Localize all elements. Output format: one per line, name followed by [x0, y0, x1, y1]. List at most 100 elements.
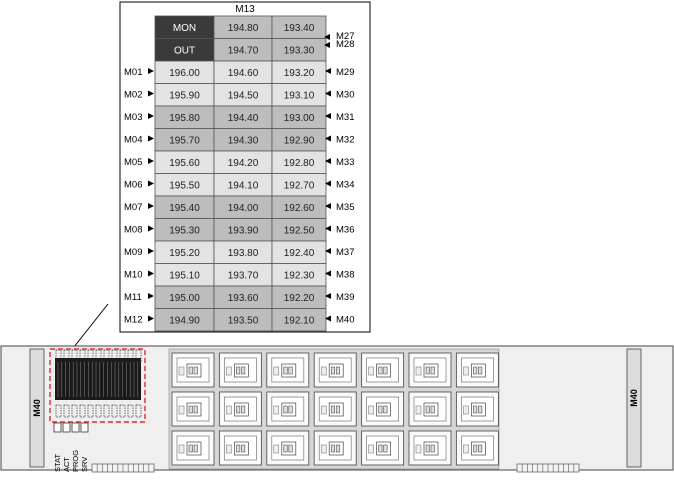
callout-top-label: M13: [235, 4, 255, 15]
lc-ferrule: [430, 405, 435, 414]
port-label-left: M09: [124, 247, 142, 258]
lc-latch: [376, 441, 391, 456]
bottom-rails: [91, 463, 580, 473]
marker-arrow: [325, 248, 331, 254]
lc-ferrule: [330, 366, 335, 375]
lc-ferrule: [473, 444, 478, 453]
marker-arrow: [148, 248, 154, 254]
lc-latch: [186, 441, 202, 456]
lc-ferrule: [383, 366, 388, 375]
lc-tab: [273, 444, 280, 454]
led-indicator: [53, 422, 62, 433]
marker-arrow: [325, 270, 331, 277]
lc-tab: [415, 444, 422, 454]
lc-latch: [281, 402, 297, 417]
pin: [63, 404, 70, 418]
pin: [79, 404, 86, 418]
table-cell: [271, 308, 327, 332]
lc-ferrule: [430, 366, 435, 375]
lc-ferrule: [383, 444, 388, 453]
lc-latch: [328, 441, 344, 456]
lc-tab: [178, 444, 185, 454]
table-cell-text: 194.70: [228, 46, 259, 57]
table-cell-text: 192.40: [284, 248, 315, 259]
lc-tab: [320, 366, 327, 376]
marker-arrow: [325, 180, 331, 187]
table-cell-text: 194.20: [228, 158, 259, 169]
table-cell-text: 193.90: [228, 226, 259, 237]
lc-latch: [376, 363, 391, 378]
port-label-right: M31: [336, 112, 354, 123]
lc-ferrule: [335, 444, 340, 453]
table-cell-text: 195.40: [169, 203, 200, 214]
lc-latch: [471, 402, 486, 417]
table-cell-text: OUT: [174, 46, 195, 57]
lc-ferrule: [383, 405, 388, 414]
marker-arrow: [148, 315, 154, 322]
table-cell-text: 196.00: [169, 68, 200, 79]
pin: [95, 404, 102, 418]
pin: [127, 349, 134, 363]
lc-latch: [328, 402, 344, 417]
table-cell-text: 193.30: [284, 46, 315, 57]
lc-ferrule: [188, 405, 193, 414]
table-cell-text: 195.70: [169, 136, 200, 147]
lc-ferrule: [473, 405, 478, 414]
lc-tab: [415, 366, 422, 376]
table-cell-text: 192.30: [284, 271, 315, 282]
lc-ferrule: [188, 444, 193, 453]
pin: [127, 404, 134, 418]
pin: [103, 349, 110, 363]
pin: [55, 349, 62, 363]
marker-arrow: [148, 158, 154, 164]
table-cell-text: 194.40: [228, 113, 259, 124]
lc-tab: [463, 444, 469, 454]
lc-ferrule: [193, 366, 198, 375]
right-tag: M40: [629, 389, 639, 407]
port-label-left: M06: [124, 180, 142, 191]
table-cell-text: 193.60: [228, 293, 259, 304]
lc-latch: [471, 363, 486, 378]
lc-tab: [226, 366, 232, 376]
pin: [103, 404, 110, 418]
marker-arrow: [148, 180, 154, 187]
table-cell-text: 194.30: [228, 136, 259, 147]
table-cell-text: 193.70: [228, 271, 259, 282]
lc-latch: [186, 363, 202, 378]
port-label-left: M04: [124, 135, 142, 146]
pin: [55, 404, 62, 418]
table-cell-text: MON: [173, 23, 196, 34]
lc-latch: [281, 363, 297, 378]
lc-tab: [368, 366, 374, 376]
table-cell-text: 192.50: [284, 226, 315, 237]
pin: [87, 404, 94, 418]
marker-arrow: [325, 158, 331, 164]
pin: [111, 404, 118, 418]
lc-ferrule: [193, 444, 198, 453]
table-cell-text: 194.90: [169, 316, 200, 327]
lc-ferrule: [283, 405, 288, 414]
marker-arrow: [324, 42, 330, 48]
pin: [135, 349, 142, 363]
marker-arrow: [325, 315, 331, 322]
table-cell-text: 194.10: [228, 181, 259, 192]
lc-tab: [226, 444, 232, 454]
lc-ferrule: [425, 444, 430, 453]
lc-latch: [471, 441, 486, 456]
table-cell-text: 193.00: [284, 113, 315, 124]
port-label-right: M37: [336, 247, 354, 258]
lc-latch: [423, 363, 439, 378]
port-label-right: M32: [336, 135, 354, 146]
pin: [71, 349, 78, 363]
lc-ferrule: [478, 405, 483, 414]
lc-latch: [423, 441, 439, 456]
led-label: ACT: [62, 457, 71, 472]
lc-tab: [320, 444, 327, 454]
port-label-right: M39: [336, 292, 354, 303]
right-flange: [626, 348, 642, 468]
lc-ferrule: [241, 444, 246, 453]
